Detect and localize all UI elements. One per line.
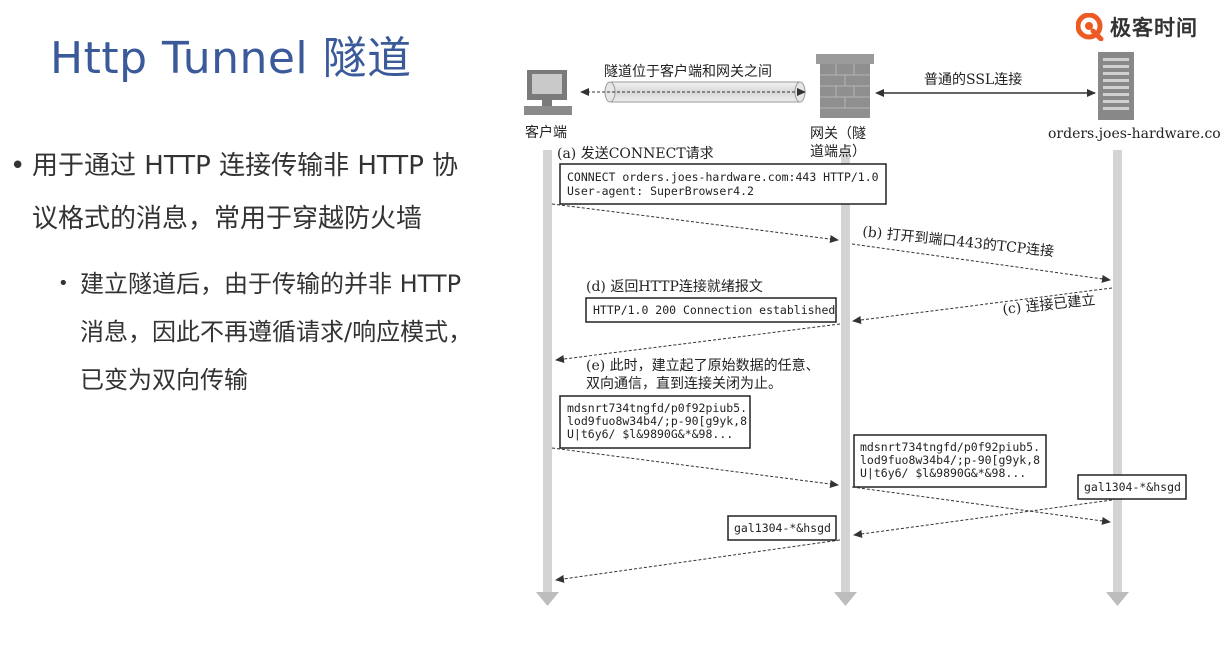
- gateway-label-line2: 道端点）: [810, 144, 866, 160]
- short-data-server-text: gal1304-*&hsgd: [1084, 480, 1181, 494]
- sub-bullet-item: 建立隧道后，由于传输的并非 HTTP 消息，因此不再遵循请求/响应模式，已变为双…: [58, 260, 480, 404]
- step-e-label-line2: 双向通信，直到连接关闭为止。: [586, 375, 782, 392]
- raw-data-gateway-line2: lod9fuo8w34b4/;p-90[g9yk,8: [860, 453, 1040, 467]
- raw-data-box-client: [559, 395, 751, 449]
- gateway-lifeline: [834, 150, 857, 606]
- server-icon: [1098, 52, 1134, 120]
- ssl-label: 普通的SSL连接: [924, 71, 1022, 88]
- raw-data-gateway-line3: U|t6y6/ $l&9890G&*&98...: [860, 466, 1026, 480]
- raw-data-box-gateway: [853, 434, 1047, 488]
- geektime-logo: 极客时间: [1076, 10, 1216, 44]
- connect-request-box: [559, 163, 887, 205]
- step-b-label: (b) 打开到端口443的TCP连接: [862, 223, 1055, 260]
- raw-data-client-line3: U|t6y6/ $l&9890G&*&98...: [567, 427, 733, 441]
- short-data-to-client-arrow: [555, 539, 841, 583]
- server-lifeline: [1106, 150, 1129, 606]
- connection-established-arrow: [852, 287, 1113, 324]
- client-lifeline: [536, 150, 559, 606]
- established-response-text: HTTP/1.0 200 Connection established: [593, 303, 835, 317]
- server-label: orders.joes-hardware.com: [1048, 126, 1220, 142]
- established-response-arrow: [555, 323, 841, 363]
- tunnel-label: 隧道位于客户端和网关之间: [604, 63, 772, 80]
- raw-data-gateway-line1: mdsnrt734tngfd/p0f92piub5.: [860, 440, 1040, 454]
- bullet-list: 用于通过 HTTP 连接传输非 HTTP 协议格式的消息，常用于穿越防火墙 建立…: [10, 140, 480, 404]
- short-data-box-server: [1077, 474, 1187, 500]
- step-a-label: (a) 发送CONNECT请求: [557, 146, 714, 162]
- established-response-box: [585, 297, 837, 323]
- step-e-label-line1: (e) 此时，建立起了原始数据的任意、: [586, 357, 820, 374]
- raw-data-client-line2: lod9fuo8w34b4/;p-90[g9yk,8: [567, 414, 747, 428]
- logo-text: 极客时间: [1110, 16, 1198, 40]
- raw-data-client-line1: mdsnrt734tngfd/p0f92piub5.: [567, 401, 747, 415]
- bullet-item: 用于通过 HTTP 连接传输非 HTTP 协议格式的消息，常用于穿越防火墙: [10, 140, 480, 246]
- gateway-label-line1: 网关（隧: [810, 126, 866, 142]
- tcp-open-arrow: [851, 243, 1111, 283]
- connect-request-arrow: [551, 203, 839, 243]
- tunnel-pipe-icon: [580, 81, 806, 103]
- raw-data-to-server-arrow: [851, 486, 1111, 525]
- raw-data-to-gateway-arrow: [551, 447, 839, 488]
- computer-icon: [524, 70, 572, 115]
- step-c-label: (c) 连接已建立: [1002, 291, 1096, 318]
- client-label: 客户端: [525, 124, 567, 141]
- tunnel-sequence-diagram: 客户端 隧道位于客户端和网关之间 网关（隧 道端点） 普通的SSL连接: [524, 52, 1220, 606]
- connect-request-line1: CONNECT orders.joes-hardware.com:443 HTT…: [567, 170, 879, 184]
- connect-request-line2: User-agent: SuperBrowser4.2: [567, 184, 754, 198]
- short-data-to-gateway-arrow: [853, 499, 1113, 538]
- short-data-gateway-text: gal1304-*&hsgd: [734, 521, 831, 535]
- page-title: Http Tunnel 隧道: [50, 33, 412, 84]
- short-data-box-gateway: [727, 515, 837, 541]
- firewall-icon: [816, 54, 874, 118]
- geektime-logo-icon: [1076, 13, 1104, 41]
- step-d-label: (d) 返回HTTP连接就绪报文: [586, 278, 763, 295]
